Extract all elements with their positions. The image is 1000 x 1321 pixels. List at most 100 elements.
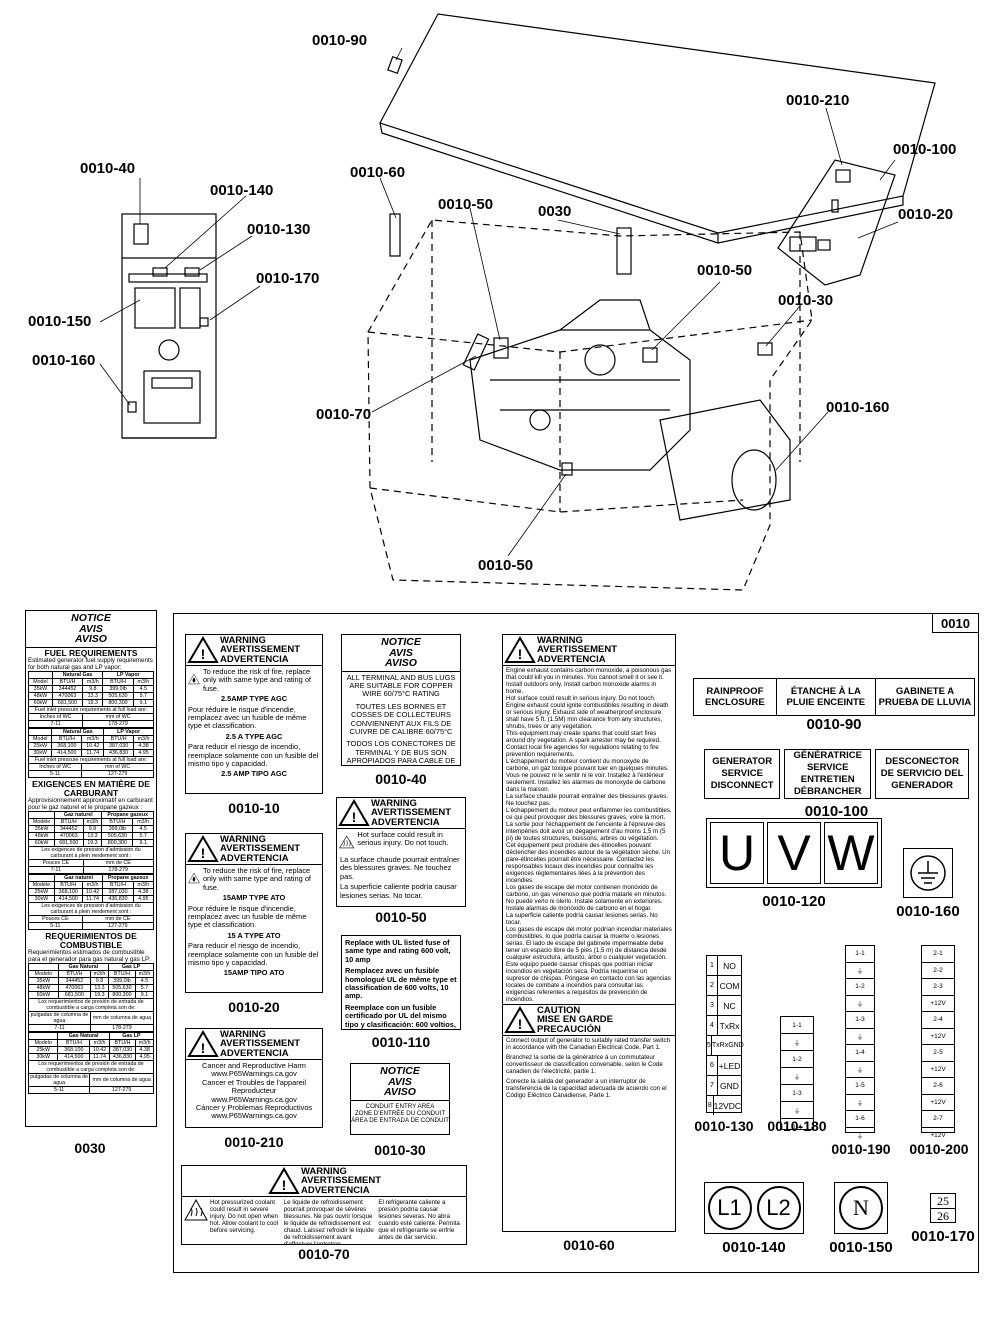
terminal-cell: +12V <box>922 1093 954 1111</box>
caption-0010-60: 0010-60 <box>563 1237 615 1253</box>
caption-0010-40: 0010-40 <box>375 771 427 787</box>
terminal-cell: 1-1 <box>792 1021 802 1029</box>
caption-0010-190: 0010-190 <box>831 1141 891 1157</box>
hot-coolant-icon <box>184 1199 208 1221</box>
ground-icon: ⏚ <box>846 1126 874 1144</box>
callout-0010-70: 0010-70 <box>316 406 372 423</box>
callout-0010-50: 0010-50 <box>438 196 494 213</box>
l2-label: L2 <box>756 1186 801 1230</box>
terminal-cell: +12V <box>922 1060 954 1078</box>
caption-0010-20: 0010-20 <box>228 999 280 1015</box>
warning-triangle-icon: ! <box>187 835 219 862</box>
callout-0010-60: 0010-60 <box>350 164 406 181</box>
decal-0010-170: 25 26 <box>930 1193 956 1223</box>
svg-text:!: ! <box>201 845 206 861</box>
terminal-cell: 1-2 <box>781 1050 813 1067</box>
neutral-label: N <box>839 1186 883 1230</box>
engine-block <box>469 299 691 471</box>
ground-icon: ⏚ <box>846 1027 874 1045</box>
decal-0010-100: GENERATOR SERVICE DISCONNECT GÉNÉRATRICE… <box>704 749 970 799</box>
decal-0010-140: L1 L2 <box>704 1182 804 1234</box>
terminal-cell: 1-6 <box>846 1110 874 1127</box>
terminal-cell: 2-7 <box>922 1110 954 1127</box>
ground-icon: ⏚ <box>846 1093 874 1111</box>
callout-0010-40: 0010-40 <box>80 160 136 177</box>
terminal-cell: 1-3 <box>781 1084 813 1101</box>
callout-0010-210: 0010-210 <box>786 92 850 109</box>
warning-triangle-icon: ! <box>187 636 219 663</box>
svg-text:!: ! <box>282 1177 287 1193</box>
terminal-cell: 2-5 <box>922 1044 954 1061</box>
callout-0010-160b: 0010-160 <box>826 399 890 416</box>
decal-0010-190: 1-1⏚1-2⏚1-3⏚1-4⏚1-5⏚1-6⏚ <box>845 945 875 1140</box>
caption-0010-100: 0010-100 <box>804 803 869 820</box>
callout-0010-30: 0010-30 <box>778 292 834 309</box>
decal-0010-110: Replace with UL listed fuse of same type… <box>341 935 461 1030</box>
caption-0010-30: 0010-30 <box>374 1142 426 1158</box>
ground-icon: ⏚ <box>781 1101 813 1118</box>
l1-label: L1 <box>707 1186 752 1230</box>
ground-symbol-icon <box>910 855 946 891</box>
decal-0010-120: U V W <box>706 818 882 888</box>
terminal-cell: 2-2 <box>922 961 954 979</box>
callout-0010-50c: 0010-50 <box>478 557 534 574</box>
caption-0010-110: 0010-110 <box>371 1034 431 1050</box>
exploded-view-diagram <box>99 13 936 591</box>
caption-0010-150: 0010-150 <box>829 1239 893 1256</box>
callout-0010-50b: 0010-50 <box>697 262 753 279</box>
caption-0010-180: 0010-180 <box>767 1118 827 1134</box>
caution-triangle-icon: ! <box>504 1006 536 1033</box>
fire-hazard-icon <box>188 673 200 685</box>
terminal-cell: 2-4 <box>922 1011 954 1028</box>
caption-0010-210: 0010-210 <box>224 1134 284 1150</box>
caption-0030: 0030 <box>74 1140 106 1156</box>
caption-0010-120: 0010-120 <box>762 893 826 910</box>
caption-0010-90: 0010-90 <box>806 716 862 733</box>
service-door-panel <box>777 159 896 286</box>
fuel-title-fr: EXIGENCES EN MATIÈRE DE CARBURANT <box>32 779 150 798</box>
callout-0030: 0030 <box>538 203 572 220</box>
decal-0010-90: RAINPROOF ENCLOSURE ÉTANCHE À LA PLUIE E… <box>693 678 975 716</box>
fuel-requirements-decal: NOTICE AVIS AVISO FUEL REQUIREMENTS Esti… <box>25 610 157 1127</box>
fire-hazard-icon <box>188 872 200 884</box>
decal-0010-150: N <box>834 1182 888 1234</box>
warning-triangle-icon: ! <box>187 1030 219 1057</box>
warning-triangle-icon: ! <box>338 799 370 826</box>
caption-0010-140: 0010-140 <box>722 1239 786 1256</box>
callout-0010-150: 0010-150 <box>28 313 92 330</box>
terminal-cell: +12V <box>922 1126 954 1144</box>
side-control-panel <box>121 213 217 439</box>
terminal-cell: 1-3 <box>846 1011 874 1028</box>
enclosure-dashed <box>367 219 813 591</box>
fuel-title-es: REQUERIMIENTOS DE COMBUSTIBLE <box>45 931 137 950</box>
terminal-cell: 1-2 <box>846 978 874 995</box>
callout-0010-170: 0010-170 <box>256 270 320 287</box>
callout-0010-130: 0010-130 <box>247 221 311 238</box>
callout-0010-100: 0010-100 <box>893 141 957 158</box>
hot-surface-icon <box>339 835 355 849</box>
svg-text:!: ! <box>201 646 206 662</box>
terminal-cell: 2-3 <box>922 978 954 995</box>
decal-0010-160 <box>903 848 953 898</box>
notice-header: NOTICE AVIS AVISO <box>26 611 156 648</box>
caption-0010-200: 0010-200 <box>909 1141 969 1157</box>
